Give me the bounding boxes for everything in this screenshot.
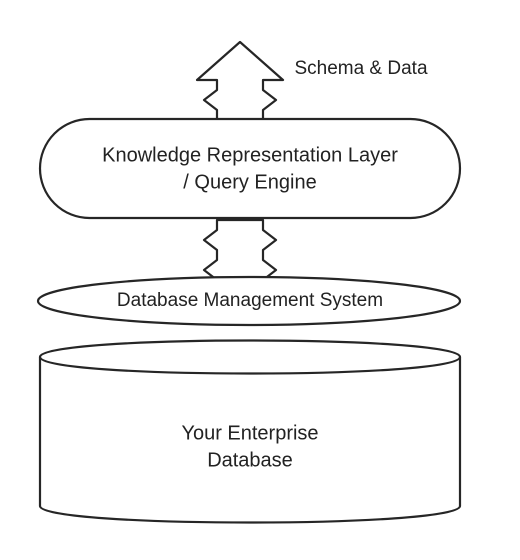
dbms-label: Database Management System xyxy=(117,290,383,311)
knowledge-layer-title-line2: / Query Engine xyxy=(183,171,316,193)
database-label-line1: Your Enterprise xyxy=(181,422,318,444)
knowledge-layer-title-line1: Knowledge Representation Layer xyxy=(102,144,398,166)
cylinder-top-rim xyxy=(38,355,462,375)
database-management-system xyxy=(36,275,462,327)
schema-data-double-arrow xyxy=(195,40,285,122)
layer-dbms-double-arrow xyxy=(202,218,278,282)
database-label-line2: Database xyxy=(207,449,293,471)
schema-data-label: Schema & Data xyxy=(294,58,427,79)
enterprise-database-cylinder xyxy=(38,339,462,524)
knowledge-representation-layer xyxy=(38,117,462,220)
